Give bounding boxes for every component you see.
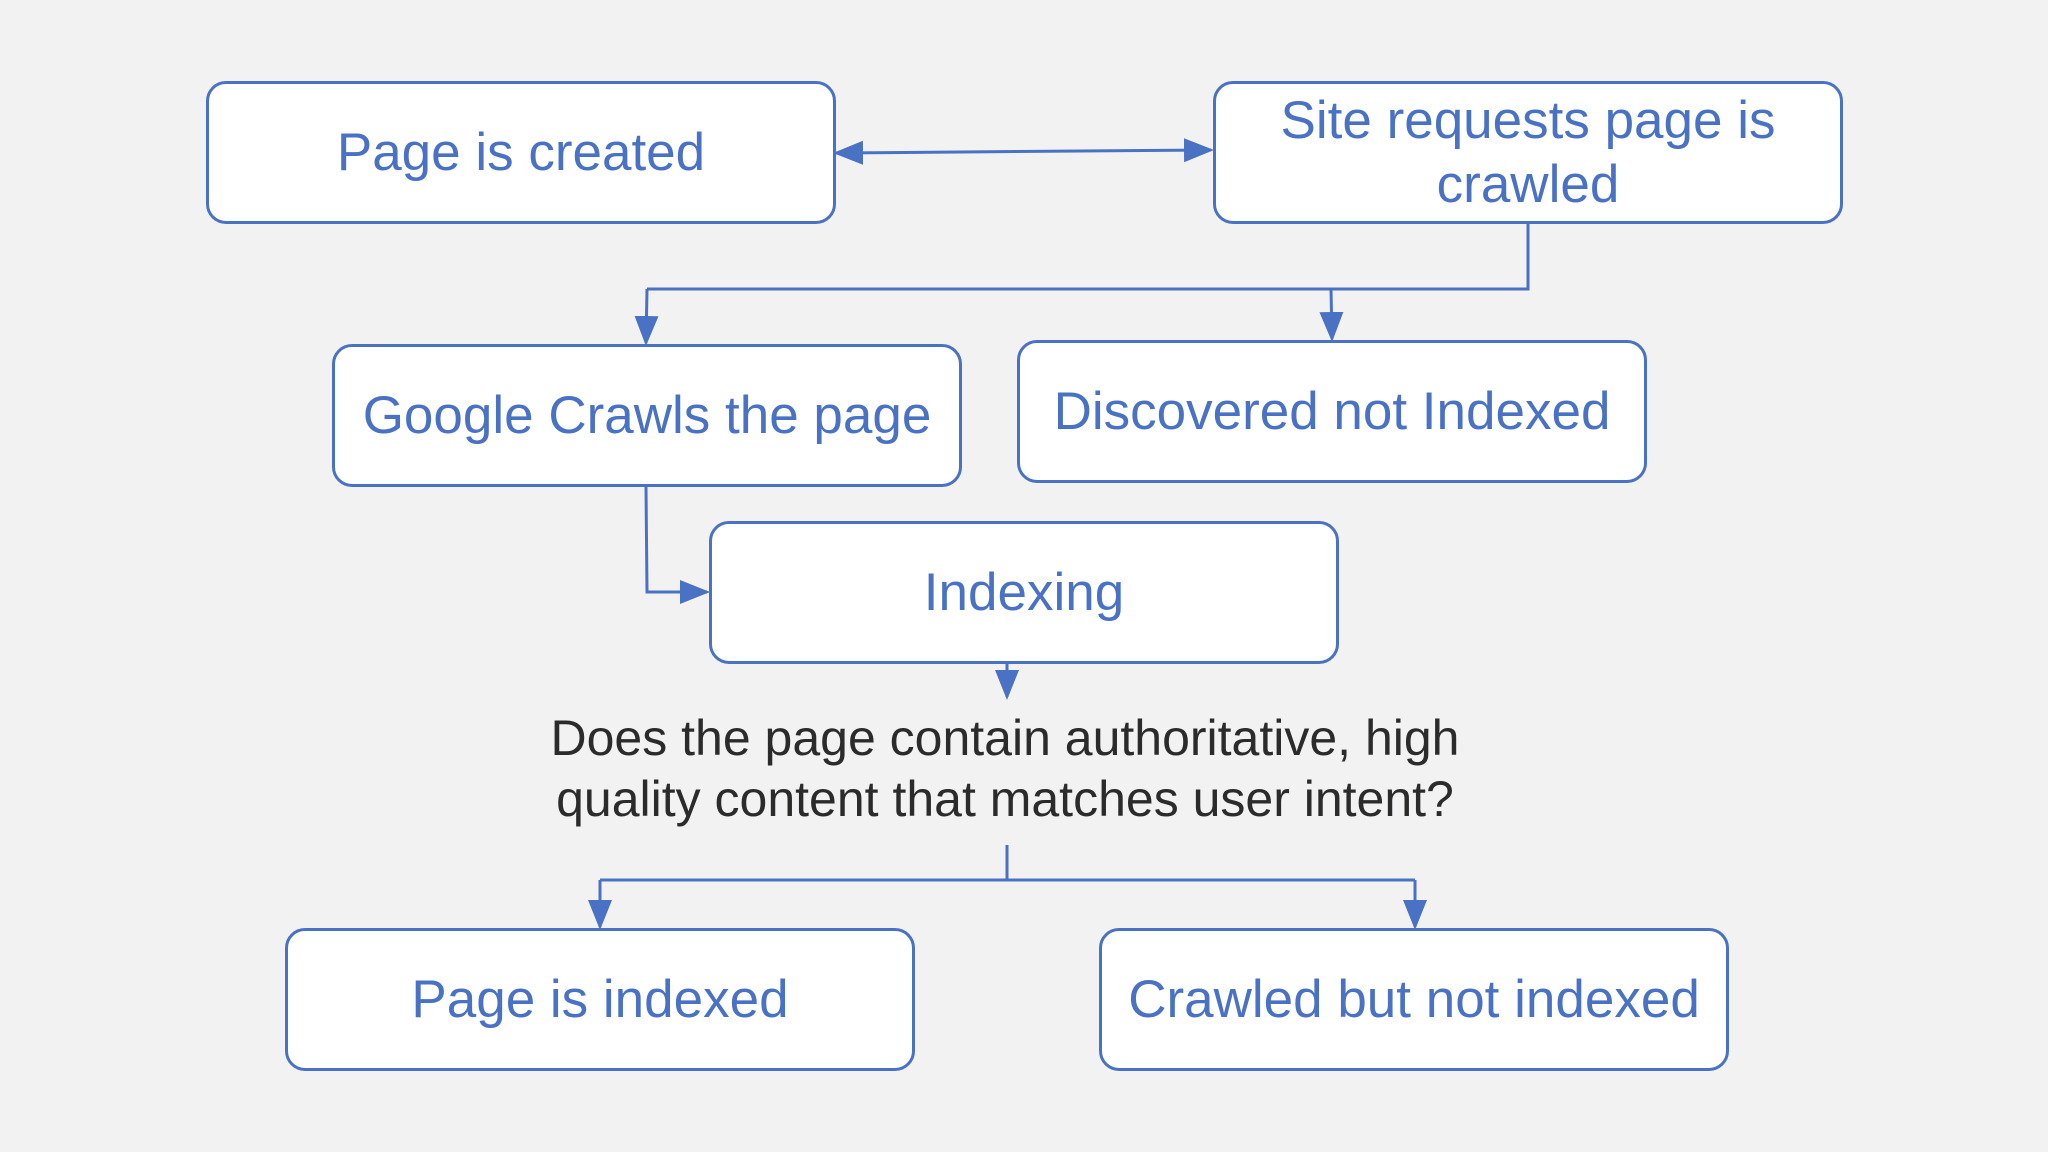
node-crawled-not-indexed-label: Crawled but not indexed	[1128, 969, 1700, 1029]
node-google-crawls: Google Crawls the page	[332, 344, 962, 487]
node-page-indexed-label: Page is indexed	[411, 969, 789, 1029]
decision-question: Does the page contain authoritative, hig…	[430, 708, 1580, 830]
connector-branch-to-google-crawls	[634, 288, 659, 346]
connector-site-requests-branch	[647, 223, 1530, 291]
node-discovered-not-indexed: Discovered not Indexed	[1017, 340, 1647, 483]
node-site-requests-line1: Site requests page is	[1280, 90, 1776, 150]
decision-question-line1: Does the page contain authoritative, hig…	[550, 710, 1460, 766]
decision-question-line2: quality content that matches user intent…	[556, 771, 1454, 827]
node-crawled-not-indexed: Crawled but not indexed	[1099, 928, 1729, 1071]
node-site-requests-crawl: Site requests page is crawled	[1213, 81, 1843, 224]
connector-question-branch	[600, 845, 1415, 882]
connector-branch-to-discovered	[1319, 288, 1344, 342]
node-page-created-label: Page is created	[336, 122, 706, 182]
node-discovered-not-indexed-label: Discovered not Indexed	[1053, 381, 1611, 441]
node-indexing-label: Indexing	[923, 562, 1125, 622]
node-indexing: Indexing	[709, 521, 1339, 664]
connector-google-crawls-to-indexing	[644, 486, 710, 604]
node-site-requests-line2: crawled	[1436, 154, 1620, 214]
node-page-created: Page is created	[206, 81, 836, 224]
node-google-crawls-label: Google Crawls the page	[362, 385, 932, 445]
connector-created-to-site-requests	[833, 138, 1214, 165]
node-site-requests-crawl-label: Site requests page is crawled	[1281, 89, 1776, 217]
node-page-indexed: Page is indexed	[285, 928, 915, 1071]
